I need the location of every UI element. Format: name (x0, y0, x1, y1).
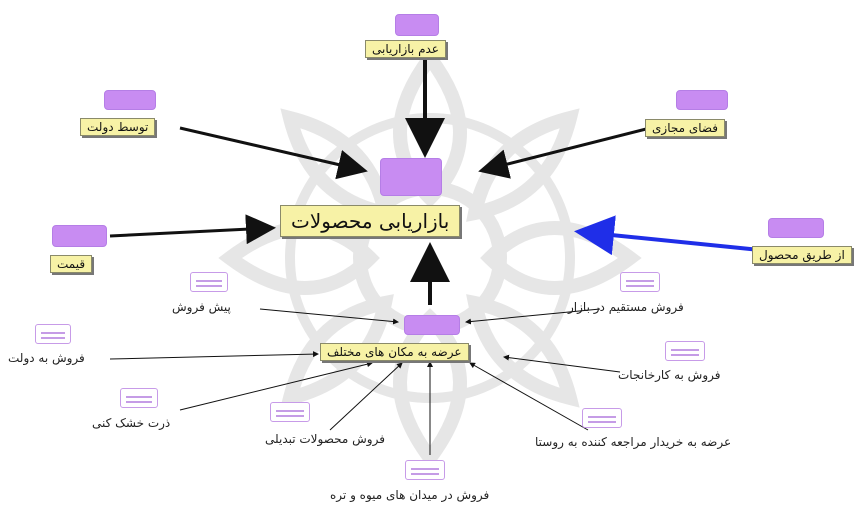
through-product-code-icon[interactable] (768, 218, 824, 238)
arrow-price (109, 214, 276, 245)
fruit-market-label[interactable]: فروش در میدان های میوه و تره (330, 488, 490, 502)
arrow-village-buyers (469, 362, 589, 431)
central-code-icon[interactable] (380, 158, 442, 196)
central-label[interactable]: بازاریابی محصولات (280, 205, 461, 237)
lack-of-marketing-label[interactable]: عدم بازاریابی (365, 40, 446, 58)
sale-to-government-card-icon[interactable] (35, 324, 71, 344)
through-product-label[interactable]: از طریق محصول (752, 246, 852, 264)
byproducts-label[interactable]: فروش محصولات تبدیلی (265, 432, 385, 446)
sale-to-factories-card-icon[interactable] (665, 341, 705, 361)
village-buyers-label[interactable]: عرضه به خریدار مراجعه کننده به روستا (535, 435, 732, 449)
arrow-by-government (179, 126, 368, 180)
fruit-market-card-icon[interactable] (405, 460, 445, 480)
by-government-code-icon[interactable] (104, 90, 156, 110)
price-label[interactable]: قیمت (50, 255, 93, 273)
arrow-through-product (574, 215, 761, 256)
dry-grain-card-icon[interactable] (120, 388, 158, 408)
arrow-cyberspace (478, 126, 651, 179)
arrow-byproducts (329, 362, 403, 431)
byproducts-card-icon[interactable] (270, 402, 310, 422)
direct-market-card-icon[interactable] (620, 272, 660, 292)
direct-market-label[interactable]: فروش مستقیم در بازار (568, 300, 684, 314)
sale-to-government-label[interactable]: فروش به دولت (8, 351, 85, 365)
dry-grain-label[interactable]: ذرت خشک کنی (92, 416, 171, 430)
hub-label[interactable]: عرضه به مکان های مختلف (320, 343, 469, 361)
pre-sale-card-icon[interactable] (190, 272, 228, 292)
arrow-sale-to-government (109, 351, 319, 360)
pre-sale-label[interactable]: پیش فروش (172, 300, 231, 314)
cyberspace-code-icon[interactable] (676, 90, 728, 110)
cyberspace-label[interactable]: فضای مجازی (645, 119, 726, 137)
sale-to-factories-label[interactable]: فروش به کارخانجات (618, 368, 721, 382)
arrow-direct-market (465, 308, 601, 325)
arrow-dry-grain (179, 361, 373, 411)
village-buyers-card-icon[interactable] (582, 408, 622, 428)
price-code-icon[interactable] (52, 225, 107, 247)
arrow-pre-sale (259, 308, 399, 325)
lack-of-marketing-code-icon[interactable] (395, 14, 439, 36)
hub-code-icon[interactable] (404, 315, 460, 335)
arrow-sale-to-factories (503, 354, 621, 373)
by-government-label[interactable]: توسط دولت (80, 118, 156, 136)
